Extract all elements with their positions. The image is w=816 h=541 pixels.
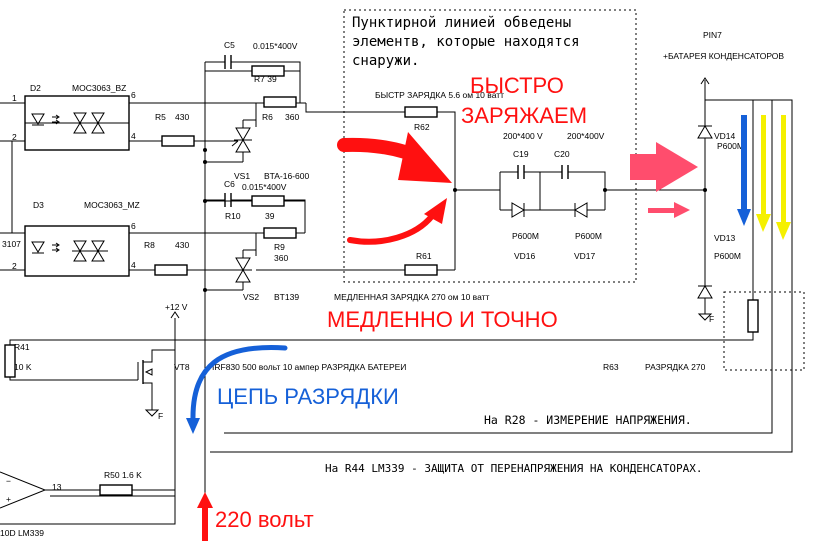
yellow-arrow-right-2 — [776, 115, 791, 240]
label-bta16: BTA-16-600 — [264, 171, 309, 181]
label-c20: C20 — [554, 149, 570, 159]
label-r5-value: 430 — [175, 112, 189, 122]
label-vd16: VD16 — [514, 251, 536, 261]
label-r7: R7 39 — [254, 74, 277, 84]
label-r8: R8 — [144, 240, 155, 250]
label-vs2: VS2 — [243, 292, 259, 302]
triac-vs1 — [231, 120, 252, 162]
annotation-discharge: ЦЕПЬ РАЗРЯДКИ — [217, 384, 399, 409]
label-vd14-value: P600M — [717, 141, 744, 151]
pin-2-top: 2 — [12, 132, 17, 142]
label-bt139: BT139 — [274, 292, 299, 302]
resistor-r5 — [161, 135, 195, 147]
note-external-line2: элементв, которые находятся — [352, 34, 580, 50]
resistor-r63 — [747, 299, 759, 333]
comp-plus: + — [6, 494, 11, 504]
annotation-fast-line2: ЗАРЯЖАЕМ — [461, 103, 587, 128]
label-r9: R9 — [274, 242, 285, 252]
pin-1-top: 1 — [12, 93, 17, 103]
label-r10: R10 — [225, 211, 241, 221]
pin-4-bot: 4 — [131, 260, 136, 270]
label-pin13: 13 — [52, 482, 62, 492]
label-gnd-f1: F — [709, 314, 714, 324]
label-vd16-value: P600M — [512, 231, 539, 241]
label-r63: R63 — [603, 362, 619, 372]
comp-minus: − — [6, 476, 11, 486]
slow-charge-arrow — [347, 198, 447, 245]
label-vt8: VT8 — [174, 362, 190, 372]
pin-2-bot: 2 — [12, 261, 17, 271]
label-r61: R61 — [416, 251, 432, 261]
caption-slow-charge: МЕДЛЕННАЯ ЗАРЯДКА 270 ом 10 ватт — [334, 292, 490, 302]
label-battery: +БАТАРЕЯ КОНДЕНСАТОРОВ — [663, 51, 784, 61]
label-c6: C6 — [224, 179, 235, 189]
label-r62: R62 — [414, 122, 430, 132]
resistor-r9 — [263, 227, 297, 239]
label-c6-value: 0.015*400V — [242, 182, 287, 192]
label-vd13-value: P600M — [714, 251, 741, 261]
resistor-r8 — [154, 264, 188, 276]
yellow-arrow-right-1 — [756, 115, 771, 232]
label-r6-value: 360 — [285, 112, 299, 122]
label-vd17-value: P600M — [575, 231, 602, 241]
label-r10-value: 39 — [265, 211, 275, 221]
note-r44: На R44 LM339 - ЗАЩИТА ОТ ПЕРЕНАПРЯЖЕНИЯ … — [325, 462, 703, 475]
label-3107: 3107 — [2, 239, 21, 249]
pin-6-top: 6 — [131, 90, 136, 100]
label-vd14: VD14 — [714, 131, 736, 141]
label-r63-value: РАЗРЯДКА 270 — [645, 362, 706, 372]
annotation-slow: МЕДЛЕННО И ТОЧНО — [327, 307, 558, 332]
label-r8-value: 430 — [175, 240, 189, 250]
label-moc3063-bz: MOC3063_BZ — [72, 83, 126, 93]
label-d3: D3 — [33, 200, 44, 210]
label-c19: C19 — [513, 149, 529, 159]
label-c5: C5 — [224, 40, 235, 50]
label-moc3063-mz: MOC3063_MZ — [84, 200, 140, 210]
resistor-r61 — [404, 264, 438, 276]
blue-arrow-right — [737, 115, 751, 226]
resistor-r50 — [99, 484, 133, 496]
pin-4-top: 4 — [131, 131, 136, 141]
fast-charge-arrow — [337, 132, 452, 183]
label-r41-value: 10 K — [14, 362, 32, 372]
label-r50: R50 1.6 K — [104, 470, 142, 480]
label-r41: R41 — [14, 342, 30, 352]
mains-arrow — [197, 492, 213, 541]
pink-arrow-small — [648, 202, 690, 218]
annotation-fast-line1: БЫСТРО — [470, 73, 564, 98]
label-d2: D2 — [30, 83, 41, 93]
label-vs1: VS1 — [234, 171, 250, 181]
caption-fast-charge: БЫСТР ЗАРЯДКА 5.6 ом 10 ватт — [375, 90, 504, 100]
optocoupler-d3 — [24, 225, 130, 277]
label-irf830: IRF830 500 вольт 10 ампер РАЗРЯДКА БАТЕР… — [212, 362, 406, 372]
annotation-mains: 220 вольт — [215, 507, 314, 532]
triac-vs2 — [234, 250, 252, 290]
label-pin7: PIN7 — [703, 30, 722, 40]
label-gnd-f2: F — [158, 411, 163, 421]
mosfet-vt8 — [137, 349, 175, 400]
label-vd17: VD17 — [574, 251, 596, 261]
label-r9-value: 360 — [274, 253, 288, 263]
pin-6-bot: 6 — [131, 221, 136, 231]
note-external-line3: снаружи. — [352, 53, 419, 69]
resistor-r62 — [404, 106, 438, 118]
label-plus12v: +12 V — [165, 302, 188, 312]
note-r28: На R28 - ИЗМЕРЕНИЕ НАПРЯЖЕНИЯ. — [484, 413, 692, 427]
label-r6: R6 — [262, 112, 273, 122]
label-c20-value: 200*400V — [567, 131, 605, 141]
pink-arrow-large — [630, 142, 698, 192]
r63-external-box — [723, 291, 805, 371]
resistor-r10 — [251, 195, 285, 207]
note-external-line1: Пунктирной линией обведены — [352, 15, 571, 31]
label-c5-value: 0.015*400V — [253, 41, 298, 51]
label-lm339: 10D LM339 — [0, 528, 44, 538]
label-r5: R5 — [155, 112, 166, 122]
optocoupler-d2 — [24, 95, 130, 151]
label-c19-value: 200*400 V — [503, 131, 543, 141]
label-vd13: VD13 — [714, 233, 736, 243]
discharge-arrow — [186, 345, 288, 434]
resistor-r6 — [263, 96, 297, 108]
